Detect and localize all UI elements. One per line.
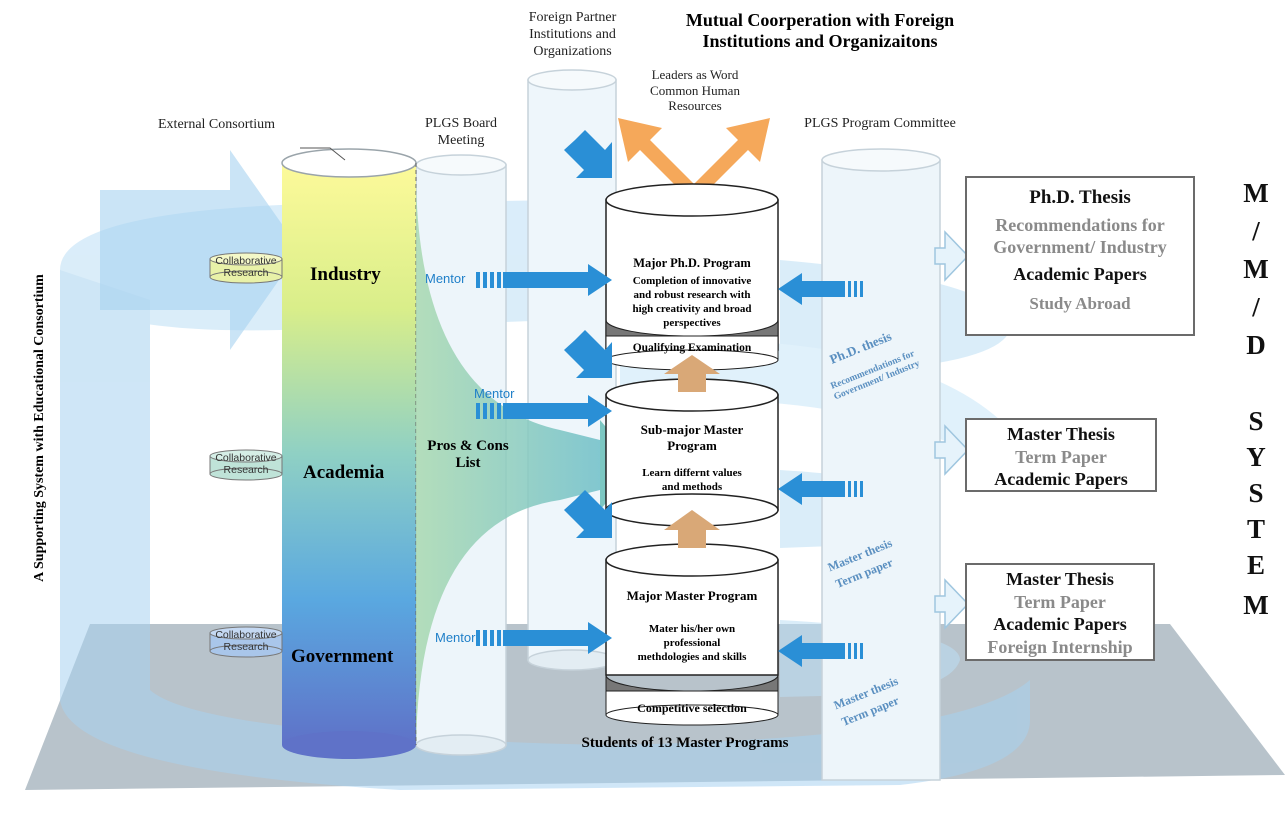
- major-program-cylinder: [605, 543, 779, 726]
- system-letter: S: [1248, 406, 1264, 436]
- collab-research-industry: Collaborative Research: [215, 255, 277, 279]
- sector-government: Government: [291, 646, 394, 667]
- collab-discs: [209, 252, 283, 658]
- system-letter: S: [1248, 478, 1264, 508]
- phd-output-recommendations: Recommendations for Government/ Industry: [993, 214, 1167, 258]
- output-arrows: [934, 230, 970, 630]
- pros-cons-label: Pros & Cons List: [427, 438, 509, 472]
- program-committee-cylinder: [821, 148, 941, 781]
- sector-academia: Academia: [303, 462, 385, 483]
- committee-arrows: [778, 273, 863, 667]
- phd-output-box: Ph.D. Thesis Recommendations for Governm…: [965, 176, 1195, 336]
- system-letter: M: [1243, 254, 1269, 284]
- submajor-output-thesis: Master Thesis: [1007, 424, 1115, 444]
- system-letter: M: [1243, 590, 1269, 620]
- consortium-cylinder: [281, 148, 417, 759]
- system-letter: Y: [1246, 442, 1266, 472]
- program-committee-label: PLGS Program Committee: [804, 116, 956, 131]
- external-consortium-label: External Consortium: [158, 117, 276, 132]
- system-letter: /: [1252, 216, 1260, 246]
- qualifying-exam-label: Qualifying Examination: [632, 342, 752, 354]
- major-output-box: Master Thesis Term Paper Academic Papers…: [965, 563, 1155, 661]
- mentor-label-major: Mentor: [435, 630, 476, 645]
- submajor-program-cylinder: [605, 378, 779, 527]
- phd-output-papers: Academic Papers: [1013, 263, 1147, 284]
- collab-research-academia: Collaborative Research: [215, 452, 277, 476]
- foreign-arrows: [564, 130, 612, 538]
- major-program-title: Major Master Program: [626, 588, 758, 603]
- phd-output-study-abroad: Study Abroad: [1029, 294, 1131, 314]
- sector-industry: Industry: [310, 264, 381, 285]
- foreign-partner-label: Foreign Partner Institutions and Organiz…: [528, 10, 617, 59]
- major-output-papers: Academic Papers: [993, 614, 1127, 634]
- system-letter: D: [1246, 330, 1266, 360]
- submajor-output-term-paper: Term Paper: [1015, 446, 1107, 467]
- leaders-label: Leaders as Word Common Human Resources: [650, 67, 740, 114]
- submajor-output-box: Master Thesis Term Paper Academic Papers: [965, 418, 1157, 492]
- page-title: Mutual Coorperation with Foreign Institu…: [685, 10, 955, 51]
- system-letter: /: [1252, 292, 1260, 322]
- up-arrows: [664, 355, 720, 548]
- phd-program-desc: Completion of innovative and robust rese…: [632, 275, 752, 330]
- funnel-shape: [416, 180, 600, 745]
- supporting-arrow: [100, 150, 300, 350]
- system-letter: T: [1246, 514, 1265, 544]
- system-letter: E: [1246, 550, 1265, 580]
- major-output-thesis: Master Thesis: [1006, 569, 1114, 589]
- submajor-program-desc: Learn differnt values and methods: [642, 467, 742, 494]
- phd-output-thesis: Ph.D. Thesis: [1029, 187, 1131, 208]
- mentor-arrows: [476, 264, 612, 654]
- mentor-label-phd: Mentor: [425, 271, 466, 286]
- students-label: Students of 13 Master Programs: [581, 735, 789, 751]
- collab-research-government: Collaborative Research: [215, 629, 277, 653]
- major-output-term-paper: Term Paper: [1014, 591, 1106, 612]
- major-output-internship: Foreign Internship: [987, 636, 1133, 657]
- submajor-program-title: Sub-major Master Program: [640, 422, 744, 453]
- phd-program-title: Major Ph.D. Program: [633, 256, 751, 270]
- major-program-desc: Mater his/her own professional methdolog…: [637, 623, 747, 664]
- submajor-output-papers: Academic Papers: [994, 469, 1128, 489]
- leaders-arrow: [618, 118, 770, 235]
- phd-program-cylinder: [605, 183, 779, 371]
- mentor-label-submajor: Mentor: [474, 386, 515, 401]
- board-meeting-label: PLGS Board Meeting: [425, 116, 497, 148]
- competitive-selection-label: Competitive selection: [637, 701, 747, 715]
- side-label: A Supporting System with Educational Con…: [32, 274, 47, 582]
- system-letter: M: [1243, 178, 1269, 208]
